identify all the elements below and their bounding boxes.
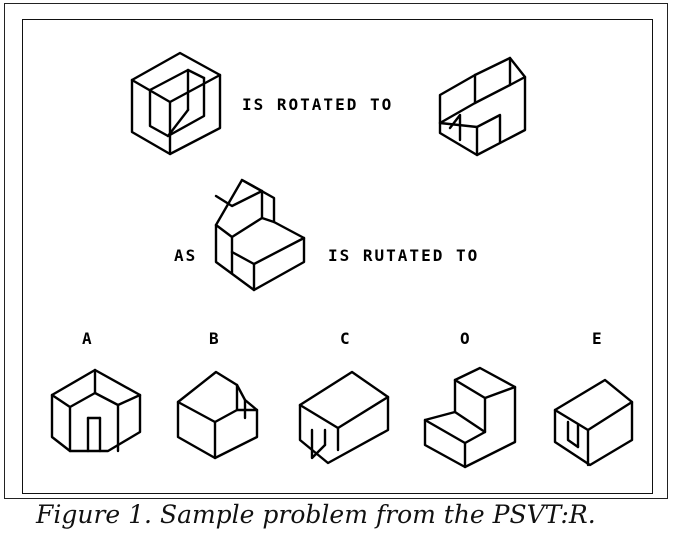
- option-c-object: [298, 370, 390, 465]
- as-text: AS: [174, 246, 198, 265]
- option-e-object: [553, 378, 634, 467]
- option-b-object: [176, 370, 259, 460]
- rotation-text-2: IS RUTATED TO: [328, 246, 480, 265]
- option-d-object: [423, 366, 517, 469]
- option-d-label: O: [460, 329, 472, 348]
- example-object-original: [130, 51, 222, 156]
- option-b-label: B: [209, 329, 221, 348]
- rotation-text-1: IS ROTATED TO: [242, 95, 394, 114]
- figure-caption: Figure 1. Sample problem from the PSVT:R…: [36, 500, 596, 529]
- option-c-label: C: [340, 329, 352, 348]
- example-object-rotated: [438, 56, 527, 157]
- example-object-2-original: [214, 178, 306, 292]
- option-a-object: [50, 368, 142, 453]
- option-e-label: E: [592, 329, 604, 348]
- option-a-label: A: [82, 329, 94, 348]
- problem-panel: [22, 19, 653, 494]
